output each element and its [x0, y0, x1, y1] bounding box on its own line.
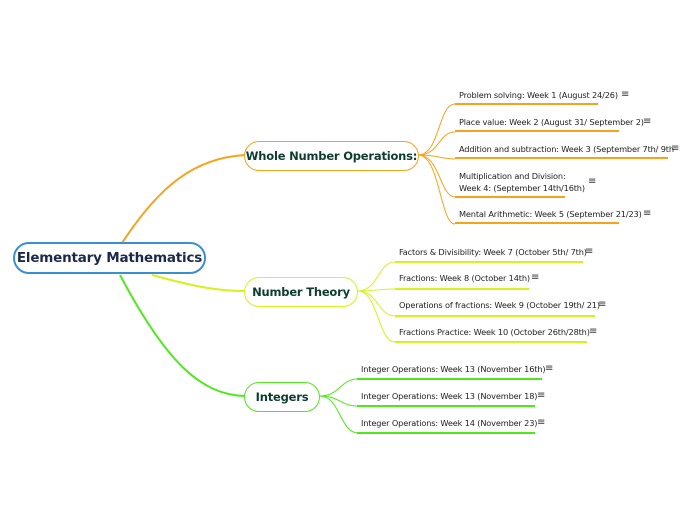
topic-underline: [395, 288, 529, 290]
topic-label: Addition and subtraction: Week 3 (Septem…: [459, 144, 674, 154]
topic-underline: [357, 432, 535, 434]
topic-label: Operations of fractions: Week 9 (October…: [399, 300, 600, 310]
topic-underline: [455, 157, 668, 159]
topic-label-line2: Week 4: (September 14th/16th): [459, 183, 585, 193]
topic-underline: [395, 261, 583, 263]
note-icon[interactable]: ≡: [621, 89, 630, 100]
branch-label: Number Theory: [252, 285, 350, 299]
topic-factors-divisibility[interactable]: Factors & Divisibility: Week 7 (October …: [399, 246, 593, 258]
note-icon[interactable]: ≡: [537, 390, 546, 401]
topic-fractions-practice[interactable]: Fractions Practice: Week 10 (October 26t…: [399, 326, 597, 338]
branch-whole-number-operations[interactable]: Whole Number Operations:: [244, 141, 419, 171]
topic-underline: [455, 103, 598, 105]
topic-label: Problem solving: Week 1 (August 24/26): [459, 90, 618, 100]
topic-underline: [395, 315, 595, 317]
topic-addition-subtraction[interactable]: Addition and subtraction: Week 3 (Septem…: [459, 143, 679, 155]
note-icon[interactable]: ≡: [531, 272, 540, 283]
note-icon[interactable]: ≡: [545, 363, 554, 374]
topic-underline: [455, 196, 565, 198]
note-icon[interactable]: ≡: [643, 116, 652, 127]
topic-label: Fractions: Week 8 (October 14th): [399, 273, 530, 283]
topic-label: Fractions Practice: Week 10 (October 26t…: [399, 327, 590, 337]
note-icon[interactable]: ≡: [589, 326, 598, 337]
branch-integers[interactable]: Integers: [244, 382, 320, 412]
topic-label-line1: Multiplication and Division:: [459, 171, 566, 181]
note-icon[interactable]: ≡: [585, 246, 594, 257]
note-icon[interactable]: ≡: [671, 143, 680, 154]
topic-label: Integer Operations: Week 14 (November 23…: [361, 418, 538, 428]
topic-place-value[interactable]: Place value: Week 2 (August 31/ Septembe…: [459, 116, 651, 128]
topic-integer-ops-nov16[interactable]: Integer Operations: Week 13 (November 16…: [361, 363, 553, 375]
topic-label: Integer Operations: Week 13 (November 18…: [361, 391, 538, 401]
topic-label: Place value: Week 2 (August 31/ Septembe…: [459, 117, 644, 127]
root-topic-label: Elementary Mathematics: [16, 250, 203, 266]
branch-label: Whole Number Operations:: [245, 149, 418, 163]
topic-problem-solving[interactable]: Problem solving: Week 1 (August 24/26) ≡: [459, 89, 629, 101]
topic-multiplication-division[interactable]: Multiplication and Division: Week 4: (Se…: [459, 170, 596, 194]
note-icon[interactable]: ≡: [643, 208, 652, 219]
note-icon[interactable]: ≡: [537, 417, 546, 428]
topic-underline: [357, 378, 542, 380]
branch-number-theory[interactable]: Number Theory: [244, 277, 358, 307]
note-icon[interactable]: ≡: [598, 299, 607, 310]
topic-operations-fractions[interactable]: Operations of fractions: Week 9 (October…: [399, 299, 606, 311]
topic-label: Mental Arithmetic: Week 5 (September 21/…: [459, 209, 642, 219]
topic-fractions[interactable]: Fractions: Week 8 (October 14th) ≡: [399, 272, 539, 284]
topic-underline: [455, 130, 619, 132]
topic-underline: [395, 341, 587, 343]
topic-label: Factors & Divisibility: Week 7 (October …: [399, 247, 587, 257]
topic-label: Integer Operations: Week 13 (November 16…: [361, 364, 546, 374]
topic-underline: [455, 222, 619, 224]
topic-underline: [357, 405, 535, 407]
root-topic[interactable]: Elementary Mathematics: [13, 242, 206, 274]
note-icon[interactable]: ≡: [588, 176, 597, 187]
topic-integer-ops-nov18[interactable]: Integer Operations: Week 13 (November 18…: [361, 390, 545, 402]
topic-mental-arithmetic[interactable]: Mental Arithmetic: Week 5 (September 21/…: [459, 208, 651, 220]
branch-label: Integers: [255, 390, 309, 404]
topic-integer-ops-nov23[interactable]: Integer Operations: Week 14 (November 23…: [361, 417, 545, 429]
